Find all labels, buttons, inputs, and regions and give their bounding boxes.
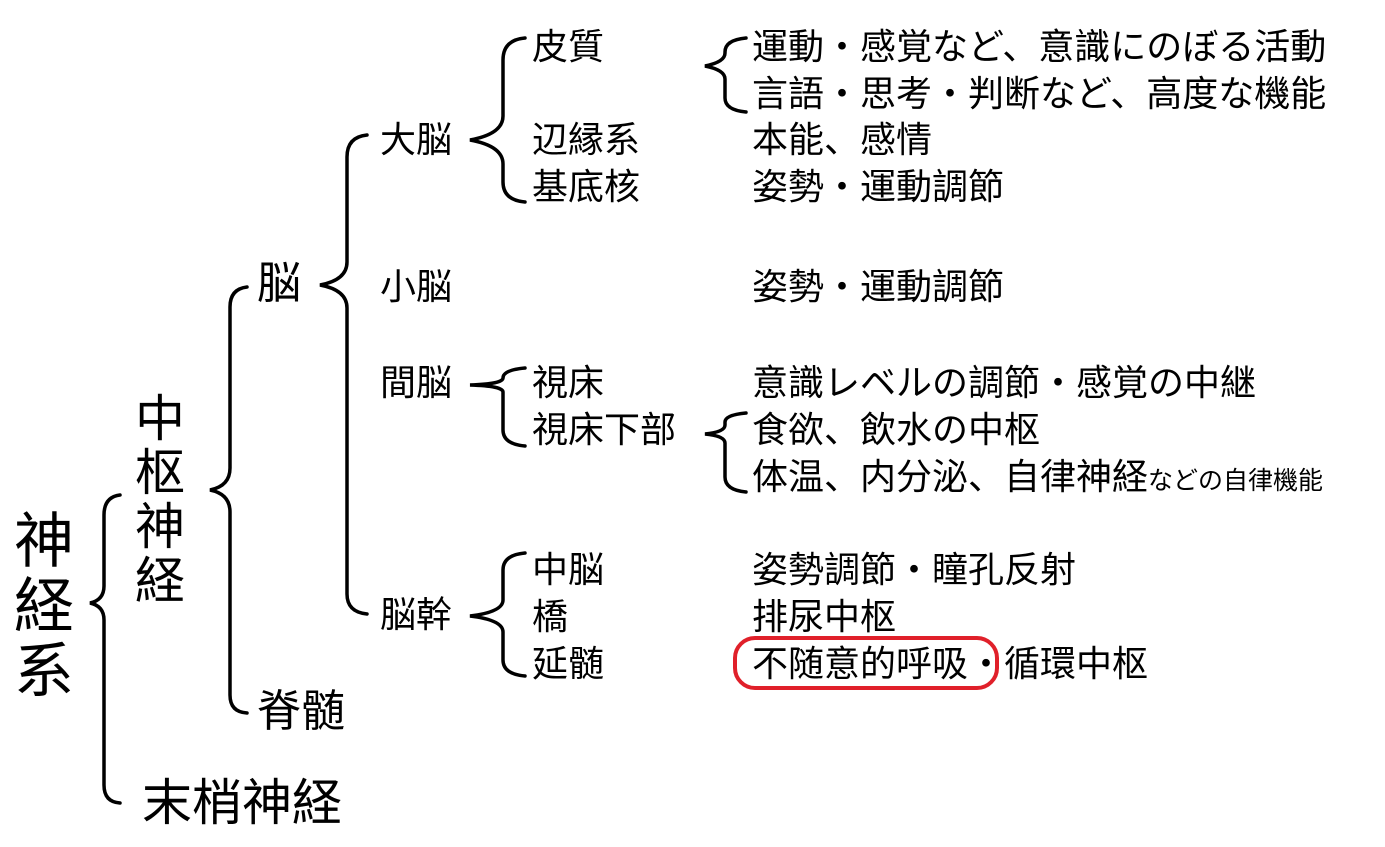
midbrain-label: 中脳 bbox=[532, 550, 605, 591]
central-char-1: 中 bbox=[135, 390, 185, 448]
hypothalamus-function-2-suffix: などの自律機能 bbox=[1148, 466, 1324, 495]
bracket-brainstem bbox=[469, 551, 527, 678]
basal-ganglia-label: 基底核 bbox=[532, 167, 641, 208]
brainstem-label: 脳幹 bbox=[380, 595, 453, 636]
cerebrum-label: 大脳 bbox=[380, 120, 453, 161]
diencephalon-label: 間脳 bbox=[380, 363, 453, 404]
medulla-function-highlight: 不随意的呼吸 bbox=[752, 644, 969, 685]
bracket-nervous-system bbox=[89, 493, 122, 805]
medulla-function-rest: 循環中枢 bbox=[1004, 644, 1149, 685]
peripheral-nervous-label: 末梢神経 bbox=[142, 774, 342, 832]
limbic-label: 辺縁系 bbox=[532, 120, 641, 161]
root-label: 神 経 系 bbox=[14, 510, 74, 704]
brain-label: 脳 bbox=[257, 258, 301, 309]
bracket-cortex bbox=[704, 36, 748, 114]
hypothalamus-function-1: 食欲、飲水の中枢 bbox=[752, 410, 1041, 451]
cortex-label: 皮質 bbox=[532, 27, 605, 68]
midbrain-function: 姿勢調節・瞳孔反射 bbox=[752, 550, 1077, 591]
pons-label: 橋 bbox=[532, 597, 569, 638]
central-nervous-label: 中 枢 神 経 bbox=[135, 392, 185, 608]
cerebellum-function: 姿勢・運動調節 bbox=[752, 267, 1005, 308]
root-char-1: 神 bbox=[14, 507, 74, 577]
highlight-oval bbox=[733, 636, 999, 690]
basal-ganglia-function: 姿勢・運動調節 bbox=[752, 167, 1005, 208]
central-char-2: 枢 bbox=[135, 444, 185, 502]
spinal-cord-label: 脊髄 bbox=[257, 686, 345, 737]
hypothalamus-label: 視床下部 bbox=[532, 410, 677, 451]
bracket-brain bbox=[319, 133, 369, 616]
thalamus-function: 意識レベルの調節・感覚の中継 bbox=[752, 363, 1257, 404]
bracket-diencephalon bbox=[469, 366, 527, 448]
root-char-3: 系 bbox=[14, 636, 74, 707]
cortex-function-1: 運動・感覚など、意識にのぼる活動 bbox=[752, 27, 1327, 68]
bracket-hypothalamus bbox=[704, 411, 748, 494]
hypothalamus-function-2: 体温、内分泌、自律神経などの自律機能 bbox=[752, 460, 1323, 496]
limbic-function: 本能、感情 bbox=[752, 120, 933, 161]
thalamus-label: 視床 bbox=[532, 363, 605, 404]
bracket-central bbox=[209, 285, 249, 715]
central-char-3: 神 bbox=[135, 498, 185, 556]
medulla-label: 延髄 bbox=[532, 644, 605, 685]
root-char-2: 経 bbox=[14, 571, 74, 642]
bracket-cerebrum bbox=[469, 36, 527, 204]
cortex-function-2: 言語・思考・判断など、高度な機能 bbox=[752, 74, 1327, 115]
hypothalamus-function-2-main: 体温、内分泌、自律神経 bbox=[752, 457, 1149, 498]
central-char-4: 経 bbox=[135, 552, 185, 610]
pons-function: 排尿中枢 bbox=[752, 597, 897, 638]
cerebellum-label: 小脳 bbox=[380, 267, 453, 308]
